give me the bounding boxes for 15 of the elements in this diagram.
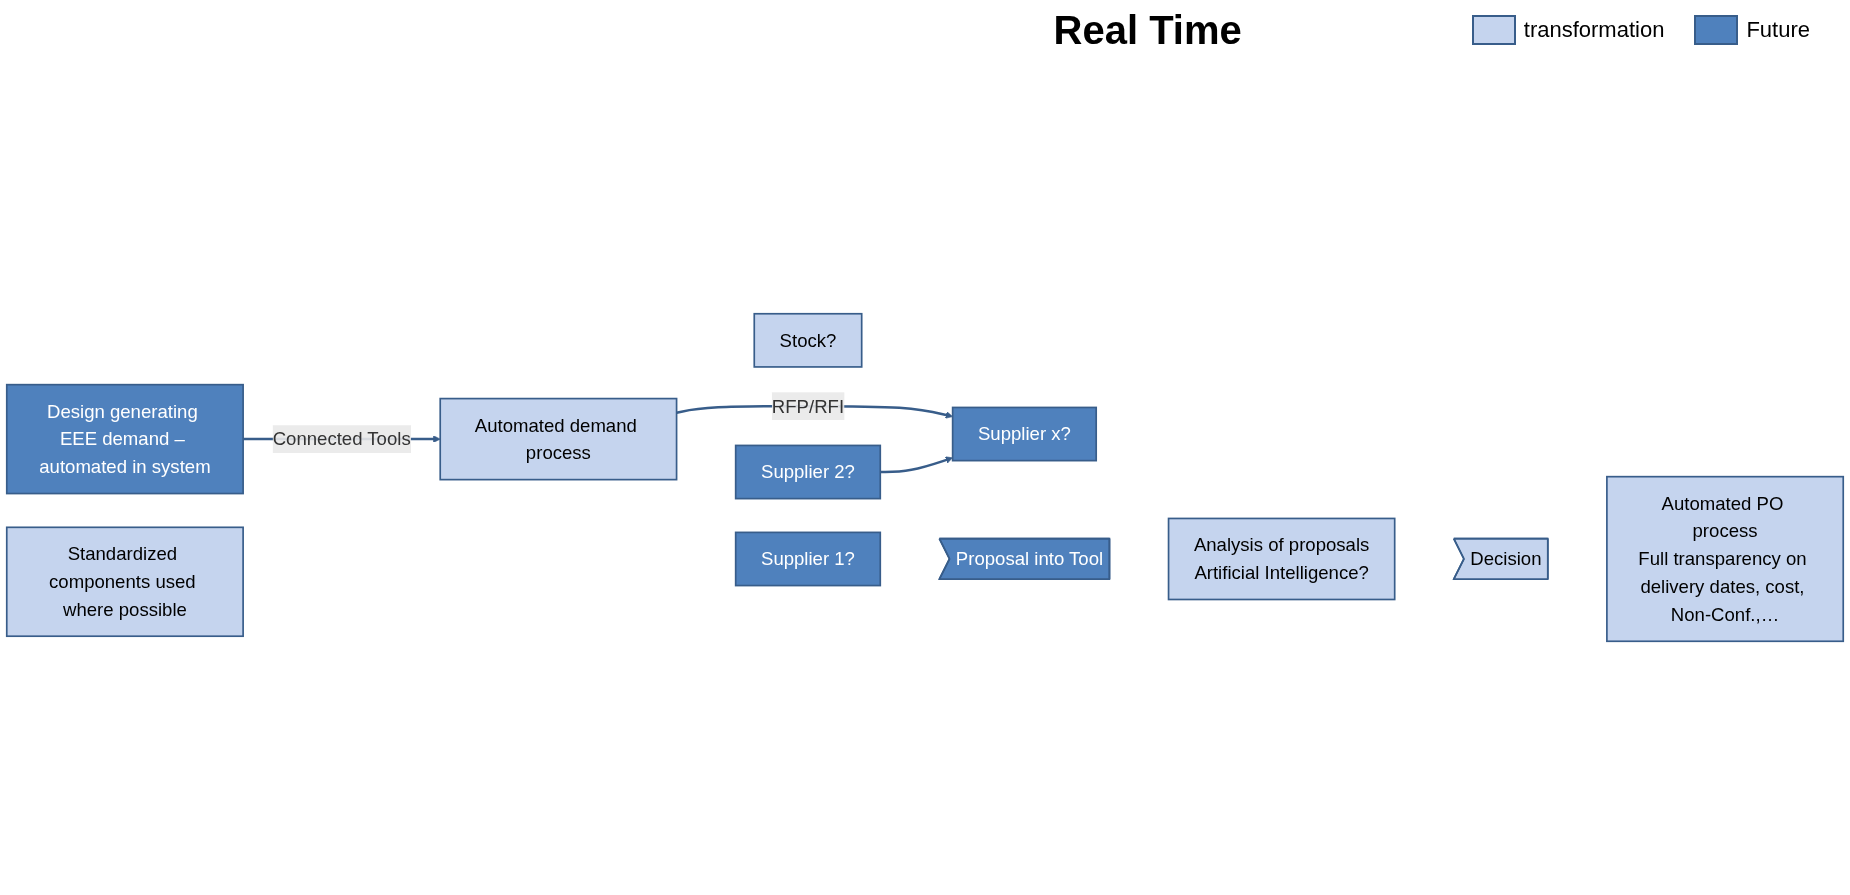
node-box: Supplier x? bbox=[951, 406, 1098, 462]
edge-label: RFP/RFI bbox=[771, 395, 845, 417]
edge-label: Connected Tools bbox=[272, 428, 411, 450]
node-box: Standardized components used where possible bbox=[5, 526, 244, 638]
legend-label: Future bbox=[1746, 17, 1810, 43]
legend-label: transformation bbox=[1523, 17, 1665, 43]
node-box: Analysis of proposals Artificial Intelligence? bbox=[1167, 517, 1396, 601]
node-box: Stock? bbox=[753, 312, 863, 368]
overlay-text: Real Time bbox=[1053, 7, 1242, 53]
node-box: Automated PO process Full transparency on delivery dates, cost, Non-Conf.,… bbox=[1606, 475, 1845, 643]
arrow bbox=[880, 456, 953, 474]
node-box: Automated demand process bbox=[439, 397, 678, 481]
node-box: Supplier 1? bbox=[734, 531, 882, 587]
node-box: Supplier 2? bbox=[734, 444, 882, 500]
node-box: Design generating EEE demand – automated in system bbox=[5, 383, 244, 495]
